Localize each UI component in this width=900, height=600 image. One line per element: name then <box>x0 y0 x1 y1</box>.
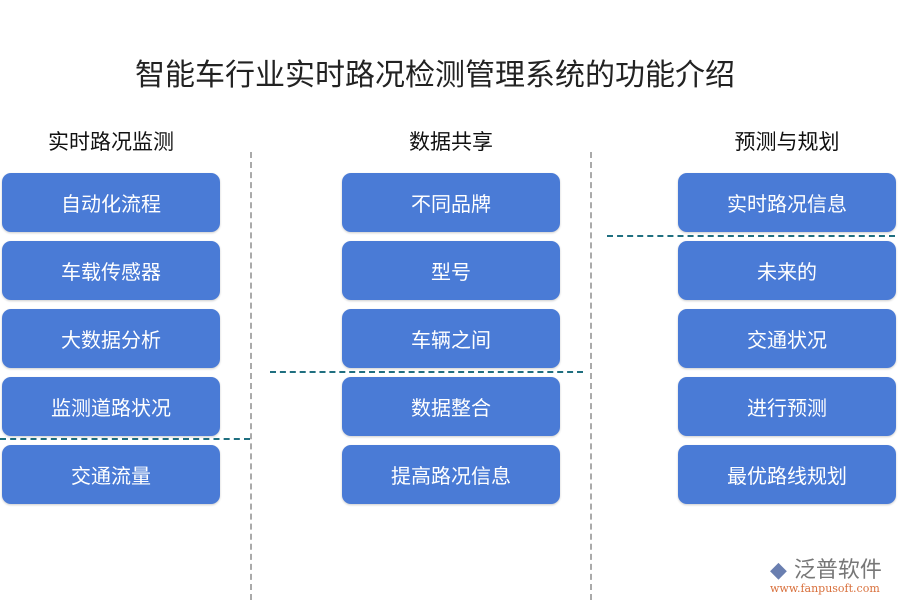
feature-box: 交通流量 <box>2 445 220 504</box>
section-divider <box>270 371 583 373</box>
fanpusoft-logo: ◆ 泛普软件 www.fanpusoft.com <box>770 558 882 595</box>
section-divider <box>607 235 895 237</box>
column-header-sharing: 数据共享 <box>409 130 493 154</box>
column-divider <box>590 152 592 600</box>
feature-box: 车载传感器 <box>2 241 220 300</box>
feature-box: 自动化流程 <box>2 173 220 232</box>
feature-box: 最优路线规划 <box>678 445 896 504</box>
feature-box: 数据整合 <box>342 377 560 436</box>
column-divider <box>250 152 252 600</box>
section-divider <box>0 438 250 440</box>
feature-box: 监测道路状况 <box>2 377 220 436</box>
feature-box: 车辆之间 <box>342 309 560 368</box>
page-title: 智能车行业实时路况检测管理系统的功能介绍 <box>135 58 735 93</box>
feature-box: 实时路况信息 <box>678 173 896 232</box>
feature-box: 大数据分析 <box>2 309 220 368</box>
feature-box: 交通状况 <box>678 309 896 368</box>
feature-box: 未来的 <box>678 241 896 300</box>
column-header-monitoring: 实时路况监测 <box>48 130 174 154</box>
feature-box: 不同品牌 <box>342 173 560 232</box>
feature-box: 提高路况信息 <box>342 445 560 504</box>
logo-icon: ◆ <box>770 558 787 583</box>
column-header-prediction: 预测与规划 <box>734 130 840 154</box>
feature-box: 型号 <box>342 241 560 300</box>
feature-box: 进行预测 <box>678 377 896 436</box>
